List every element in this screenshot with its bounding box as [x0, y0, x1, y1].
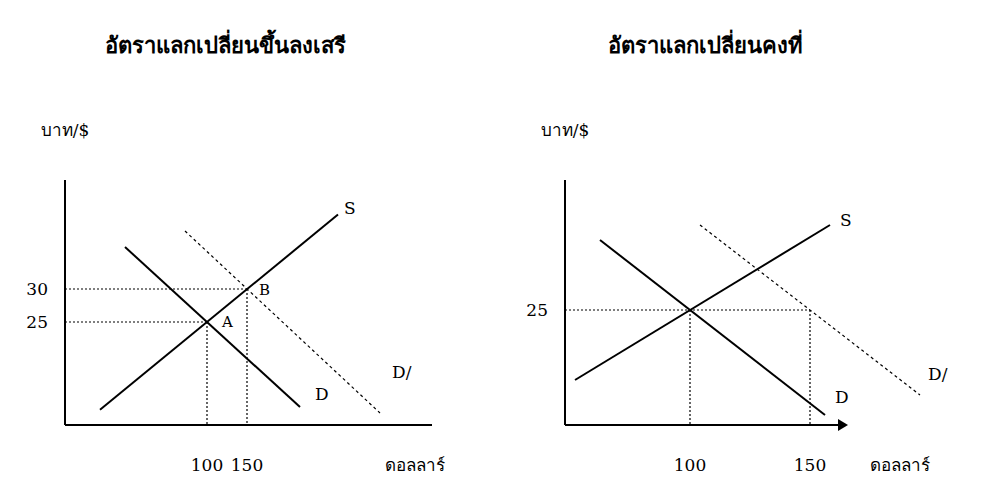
y-axis — [64, 180, 66, 425]
point-label: A — [222, 313, 233, 331]
guide-line — [206, 322, 207, 425]
guide-line — [246, 289, 247, 425]
supply-curve — [100, 215, 338, 410]
tick-label: 100 — [191, 455, 223, 475]
guide-line — [689, 310, 690, 425]
tick-label: 30 — [26, 279, 48, 299]
tick-label: 100 — [674, 455, 706, 475]
curve-label: S — [344, 198, 356, 218]
curve-label: D/ — [392, 362, 411, 382]
y-axis — [564, 180, 566, 425]
x-axis — [65, 424, 432, 426]
point-label: B — [259, 281, 270, 299]
guide-line — [65, 321, 207, 322]
curve-label: D — [315, 384, 329, 404]
curve-label: S — [840, 210, 852, 230]
tick-label: 25 — [526, 300, 548, 320]
guide-line — [65, 288, 247, 289]
panel-title: อัตราแลกเปลี่ยนขึ้นลงเสรี — [105, 32, 346, 58]
curve-label: D/ — [928, 364, 947, 384]
axis-title: ดอลลาร์ — [870, 455, 930, 475]
guide-line — [809, 310, 810, 425]
demand-curve — [600, 240, 825, 415]
tick-label: 150 — [794, 455, 826, 475]
supply-curve — [575, 225, 830, 380]
axis-title: บาท/$ — [41, 120, 90, 140]
axis-title: บาท/$ — [541, 120, 590, 140]
tick-label: 25 — [26, 312, 48, 332]
tick-label: 150 — [231, 455, 263, 475]
axis-title: ดอลลาร์ — [385, 455, 445, 475]
axis-arrowhead — [838, 419, 848, 431]
shifted-demand-curve — [185, 231, 380, 413]
curve-label: D — [835, 387, 849, 407]
panel-title: อัตราแลกเปลี่ยนคงที่ — [608, 32, 803, 58]
guide-line — [565, 309, 810, 310]
x-axis — [565, 424, 838, 426]
demand-curve — [125, 247, 300, 407]
